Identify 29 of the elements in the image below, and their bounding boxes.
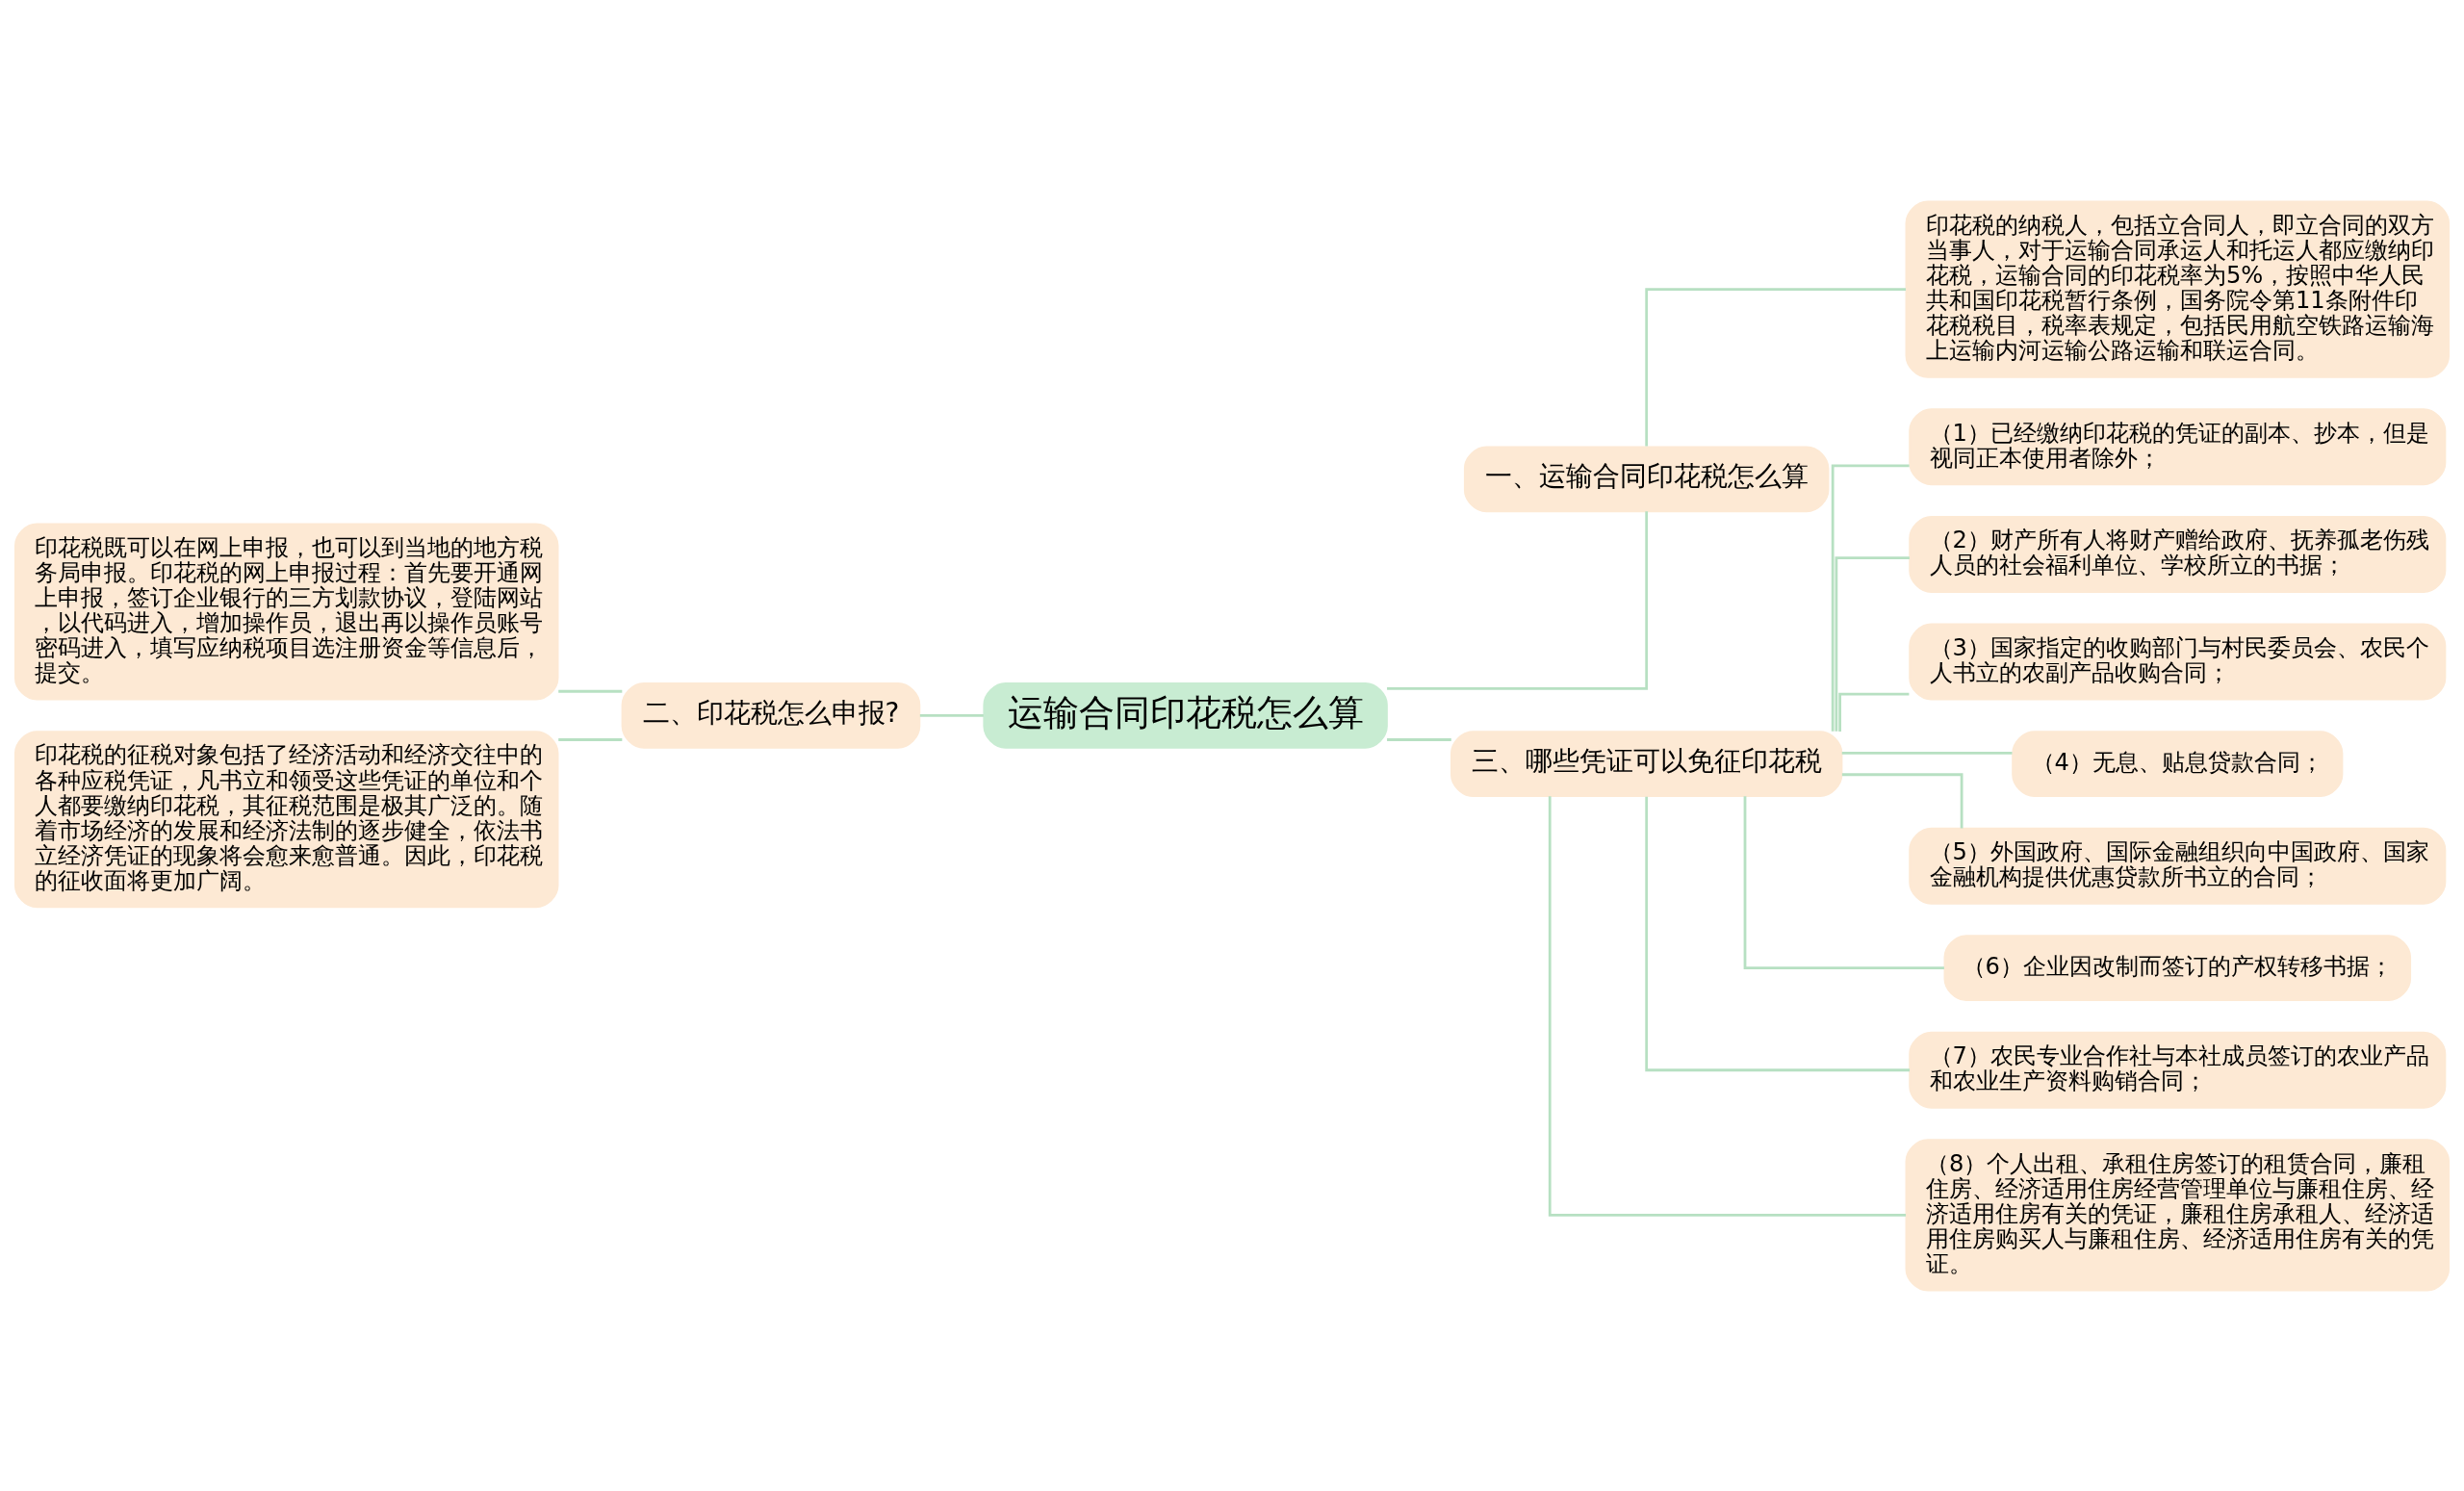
connector bbox=[1387, 737, 1451, 741]
connector bbox=[919, 713, 984, 717]
node-box: 印花税的纳税人，包括立合同人，即立合同的双方当事人，对于运输合同承运人和托运人都应缴纳印花税，运输合同的印花税率为5%，按照中华人民共和国印花税暂行条例，国务院令第11条附件印花税税目，税率表规定，包括民用航空铁路运输海上运输内河运输公路运输和联运合同。 bbox=[1905, 200, 2451, 378]
connector bbox=[1743, 795, 1944, 969]
node-box: （3）国家指定的收购部门与村民委员会、农民个人书立的农副产品收购合同； bbox=[1909, 623, 2447, 701]
node-box: 一、运输合同印花税怎么算 bbox=[1463, 445, 1830, 512]
node-box: 三、哪些凭证可以免征印花税 bbox=[1450, 730, 1843, 797]
connector bbox=[558, 689, 623, 693]
connector bbox=[1645, 287, 1907, 446]
node-box: （6）企业因改制而签订的产权转移书据； bbox=[1943, 934, 2412, 1001]
connector bbox=[1838, 692, 1910, 732]
connector bbox=[1841, 751, 2013, 755]
connector bbox=[1831, 463, 1910, 732]
node-box: 二、印花税怎么申报? bbox=[621, 681, 921, 749]
connector bbox=[1645, 796, 1911, 1071]
node-box: （1）已经缴纳印花税的凭证的副本、抄本，但是视同正本使用者除外； bbox=[1909, 407, 2447, 485]
connector bbox=[558, 737, 623, 741]
node-box: （4）无息、贴息贷款合同； bbox=[2012, 730, 2344, 797]
node-box: （2）财产所有人将财产赠给政府、抚养孤老伤残人员的社会福利单位、学校所立的书据； bbox=[1909, 515, 2447, 593]
node-box: 印花税的征税对象包括了经济活动和经济交往中的各种应税凭证，凡书立和领受这些凭证的单位和个人都要缴纳印花税，其征税范围是极其广泛的。随着市场经济的发展和经济法制的逐步健全，依法书立经济凭证的现象将会愈来愈普通。因此，印花税的征收面将更加广阔。 bbox=[13, 730, 559, 908]
connector bbox=[1835, 555, 1910, 732]
node-box: （5）外国政府、国际金融组织向中国政府、国家金融机构提供优惠贷款所书立的合同； bbox=[1909, 827, 2447, 905]
connector bbox=[1841, 772, 1964, 828]
node-box: 运输合同印花税怎么算 bbox=[983, 681, 1388, 749]
connector bbox=[1548, 795, 1907, 1217]
node-box: 印花税既可以在网上申报，也可以到当地的地方税务局申报。印花税的网上申报过程：首先要开通网上申报，签订企业银行的三方划款协议，登陆网站，以代码进入，增加操作员，退出再以操作员账号密码进入，填写应纳税项目选注册资金等信息后，提交。 bbox=[13, 522, 559, 701]
node-box: （8）个人出租、承租住房签订的租赁合同，廉租住房、经济适用住房经营管理单位与廉租住房、经济适用住房有关的凭证，廉租住房承租人、经济适用住房购买人与廉租住房、经济适用住房有关的凭证。 bbox=[1905, 1138, 2451, 1291]
connector bbox=[1387, 510, 1649, 690]
node-box: （7）农民专业合作社与本社成员签订的农业产品和农业生产资料购销合同； bbox=[1909, 1031, 2447, 1109]
